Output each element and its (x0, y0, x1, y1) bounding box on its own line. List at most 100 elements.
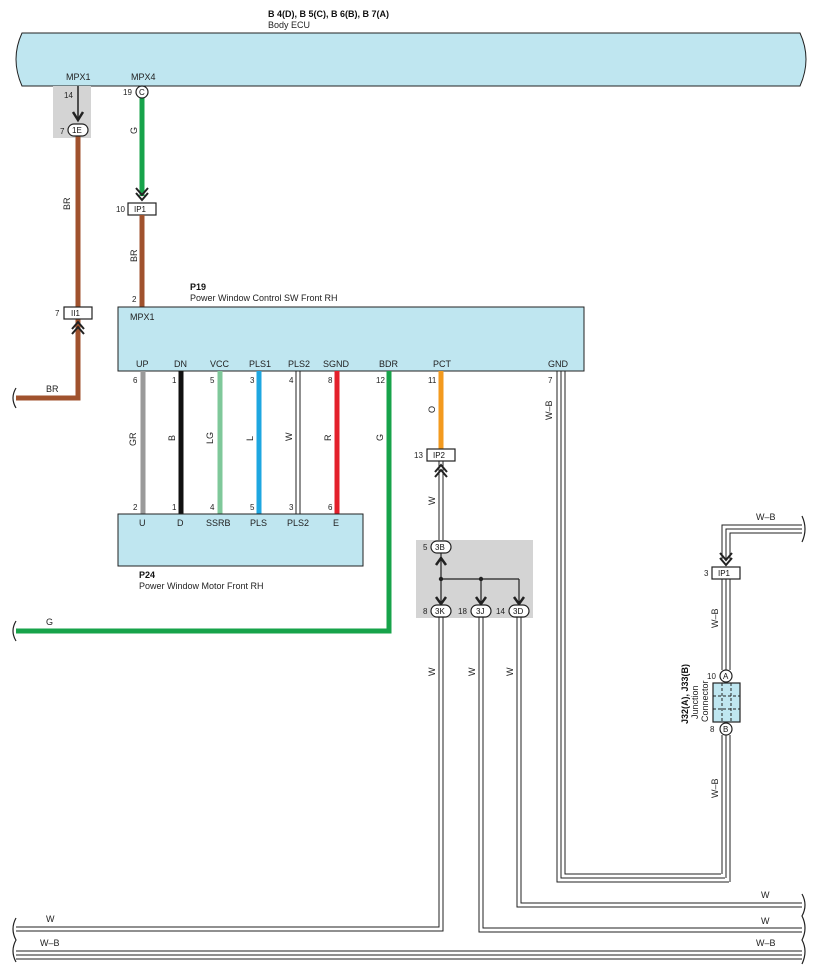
wire-label-wb-4: W–B (710, 778, 720, 798)
3k-arrow-icon (434, 596, 448, 607)
p19-terminal-vcc: VCC (210, 359, 230, 369)
p24-pin: 1 (172, 503, 177, 512)
wire-label-w-pls2: W (284, 432, 294, 441)
connector-3k-label: 3K (435, 607, 445, 616)
connector-1e (67, 123, 89, 137)
wire-wb-right-mid (721, 579, 731, 670)
p24-pin: 6 (328, 503, 333, 512)
wire-label-g-1: G (129, 127, 139, 134)
connector-3b-pin: 5 (423, 543, 428, 552)
wire-label-wb-5: W–B (40, 938, 60, 948)
p24-terminal-e: E (333, 518, 339, 528)
p24-terminal-pls: PLS (250, 518, 267, 528)
wire-label-w-3: W (467, 667, 477, 676)
p19-p24-wire-labels: GR B LG L W R (128, 432, 333, 446)
wire-break-marks (12, 515, 806, 965)
wire-label-b: B (167, 435, 177, 441)
connector-ii1-label: II1 (71, 309, 80, 318)
connector-3d-label: 3D (513, 607, 523, 616)
p19-pin: 7 (548, 376, 553, 385)
connector-c (135, 85, 149, 99)
wire-wb-bottom (16, 950, 802, 960)
p19-pin: 6 (133, 376, 138, 385)
connector-ip1-top-label: IP1 (134, 205, 147, 214)
connector-1e-pin: 7 (60, 127, 65, 136)
p19-pin: 5 (210, 376, 215, 385)
p24-pin-numbers: 2 1 4 5 3 6 (133, 503, 333, 512)
p19-bottom-terminals: UP DN VCC PLS1 PLS2 SGND BDR PCT GND (136, 359, 569, 369)
p19-pin: 12 (376, 376, 385, 385)
ip1-arrow-icon (135, 187, 149, 202)
p24-block (117, 513, 364, 567)
connector-ip2-pin: 13 (414, 451, 423, 460)
p19-terminal-bdr: BDR (379, 359, 399, 369)
p19-terminal-pct: PCT (433, 359, 452, 369)
wire-label-w-5: W (46, 914, 55, 924)
wire-label-br-2: BR (46, 384, 59, 394)
p19-terminal-pls2: PLS2 (288, 359, 310, 369)
junction-line2: Connector (700, 680, 710, 722)
p24-pin: 5 (250, 503, 255, 512)
connector-ii1 (63, 306, 93, 320)
ip2-arrow-icon (434, 463, 448, 478)
p24-terminal-ssrb: SSRB (206, 518, 231, 528)
wire-wb-right-top (721, 524, 802, 559)
connector-3d (508, 604, 530, 618)
junction-connector-dashes (713, 683, 740, 722)
p24-terminals: U D SSRB PLS PLS2 E (139, 518, 339, 528)
junction-connector-body (712, 682, 741, 723)
p24-code: P24 (139, 570, 155, 580)
connector-c-pin: 19 (123, 88, 132, 97)
wire-label-gr: GR (128, 432, 138, 446)
p24-terminal-u: U (139, 518, 146, 528)
p19-pin: 3 (250, 376, 255, 385)
3d-arrow-icon (512, 596, 526, 607)
ip1-right-arrow-icon (719, 552, 733, 567)
p24-pin: 3 (289, 503, 294, 512)
p24-pin: 2 (133, 503, 138, 512)
wire-label-wb-2: W–B (756, 512, 776, 522)
connector-3k (430, 604, 452, 618)
ecu-terminal-mpx4: MPX4 (131, 72, 156, 82)
wire-label-br-3: BR (129, 249, 139, 262)
junction-side-a (719, 669, 733, 683)
wire-label-o: O (427, 406, 437, 413)
wire-label-lg: LG (205, 432, 215, 444)
wire-break-left-g (12, 620, 17, 642)
connector-1e-label: 1E (72, 126, 82, 135)
wire-label-w-4: W (505, 667, 515, 676)
p19-pin-numbers: 6 1 5 3 4 8 12 11 7 (133, 376, 553, 385)
wire-label-w-2: W (427, 667, 437, 676)
p19-terminal-up: UP (136, 359, 149, 369)
wire-w-3j (478, 617, 802, 933)
pin-1e-top: 14 (64, 91, 73, 100)
wire-wb-right-low (721, 735, 731, 882)
connector-3k-pin: 8 (423, 607, 428, 616)
p19-pin: 1 (172, 376, 177, 385)
wire-w-3k (16, 617, 444, 932)
connector-3b-label: 3B (435, 543, 445, 552)
wire-br-left (16, 136, 81, 401)
wire-w-pls2 (295, 371, 301, 514)
mpx1-arrow-icon (71, 111, 85, 123)
3j-arrow-icon (474, 596, 488, 607)
wire-label-w-1: W (427, 496, 437, 505)
p24-terminal-pls2: PLS2 (287, 518, 309, 528)
connector-ip1-right-pin: 3 (704, 569, 709, 578)
wire-g-bdr (16, 371, 392, 634)
wire-label-br-1: BR (62, 197, 72, 210)
p19-name: Power Window Control SW Front RH (190, 293, 338, 303)
wire-break-left-br (12, 387, 17, 409)
junction-side-b-label: B (723, 725, 728, 734)
junction-side-a-label: A (723, 672, 729, 681)
p24-pin: 4 (210, 503, 215, 512)
p19-terminal-dn: DN (174, 359, 187, 369)
body-ecu-name: Body ECU (268, 20, 310, 30)
junction-node (478, 576, 484, 582)
p24-name: Power Window Motor Front RH (139, 581, 264, 591)
connector-ip2 (426, 448, 456, 462)
body-ecu-block (15, 32, 807, 87)
junction-code: J32(A), J33(B) (680, 664, 690, 724)
wire-wb-gnd (556, 371, 729, 883)
